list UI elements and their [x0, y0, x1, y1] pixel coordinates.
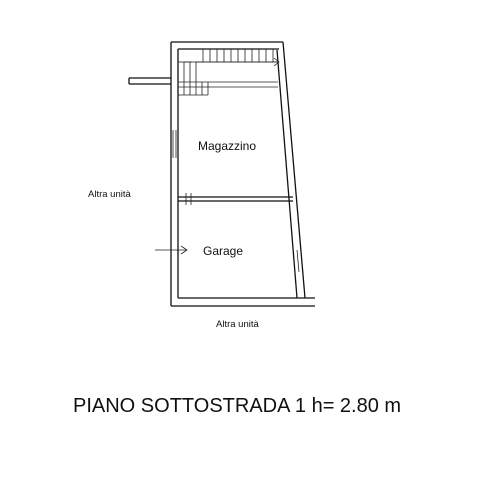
floor-title: PIANO SOTTOSTRADA 1 h= 2.80 m	[73, 395, 401, 417]
entrance-arrow	[155, 245, 188, 255]
room-label-garage: Garage	[203, 244, 243, 258]
neighbor-label-left: Altra unità	[88, 189, 131, 200]
partition-wall	[178, 193, 293, 205]
room-label-storage: Magazzino	[198, 139, 256, 153]
window-left	[172, 130, 177, 158]
window-right	[296, 249, 300, 273]
outer-walls	[170, 41, 315, 307]
staircase	[178, 49, 280, 96]
neighbor-label-bottom: Altra unità	[216, 319, 259, 330]
left-wall-stub	[128, 77, 171, 85]
